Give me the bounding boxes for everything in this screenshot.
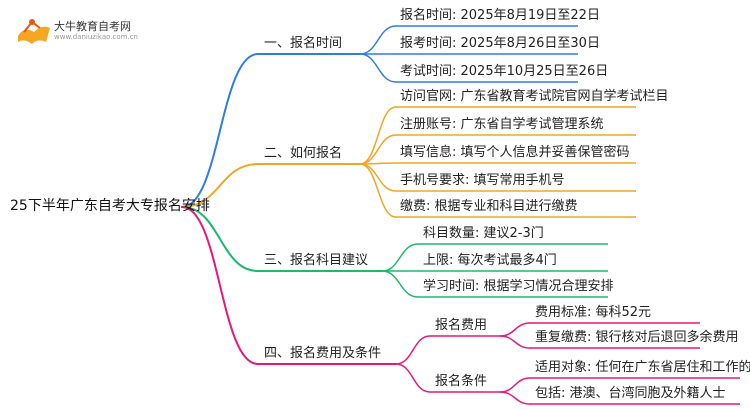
- leaf-text: 重复缴费: 银行核对后退回多余费用: [535, 330, 739, 345]
- branch-connector: [181, 206, 259, 365]
- subgroup-connector: [395, 335, 431, 365]
- branch-fees-conditions: 四、报名费用及条件: [264, 346, 382, 361]
- logo-name: 大牛教育自考网: [54, 20, 131, 33]
- leaf-text: 上限: 每次考试最多4门: [423, 253, 557, 268]
- branch-subject-advice: 三、报名科目建议: [264, 253, 369, 268]
- leaf-text: 报名时间: 2025年8月19日至22日: [400, 8, 600, 23]
- leaf-text: 科目数量: 建议2-3门: [423, 226, 544, 241]
- subgroup-conditions: 报名条件: [435, 374, 488, 389]
- leaf-connector: [499, 391, 531, 405]
- leaf-text: 考试时间: 2025年10月25日至26日: [400, 64, 609, 79]
- subgroup-connector: [395, 363, 431, 393]
- logo: [14, 14, 134, 48]
- leaf-text: 包括: 港澳、台湾同胞及外籍人士: [535, 386, 726, 401]
- leaf-connector: [499, 335, 531, 349]
- leaf-text: 访问官网: 广东省教育考试院官网自学考试栏目: [400, 89, 669, 104]
- leaf-connector: [359, 53, 397, 83]
- leaf-text: 报考时间: 2025年8月26日至30日: [400, 36, 600, 51]
- root-topic: 25下半年广东自考大专报名安排: [10, 198, 210, 214]
- book-logo-icon: [18, 19, 50, 44]
- leaf-text: 适用对象: 任何在广东省居住和工作的公民: [535, 360, 750, 375]
- leaf-text: 注册账号: 广东省自学考试管理系统: [400, 117, 604, 132]
- branch-connector: [181, 206, 259, 272]
- leaf-connector: [499, 322, 531, 337]
- branch-connector: [181, 163, 259, 208]
- subgroup-fees: 报名费用: [435, 318, 488, 333]
- branch-how-to-register: 二、如何报名: [264, 146, 343, 161]
- leaf-text: 填写信息: 填写个人信息并妥善保管密码: [400, 145, 630, 160]
- logo-url: www.daniuzikao.com.cn: [54, 33, 138, 41]
- leaf-connector: [359, 163, 397, 218]
- leaf-text: 学习时间: 根据学习情况合理安排: [423, 279, 614, 294]
- leaf-connector: [381, 243, 419, 272]
- leaf-connector: [359, 163, 397, 192]
- leaf-connector: [359, 25, 397, 55]
- leaf-connector: [381, 270, 419, 298]
- branch-connector: [181, 53, 259, 208]
- leaf-text: 手机号要求: 填写常用手机号: [400, 173, 565, 188]
- leaf-text: 缴费: 根据专业和科目进行缴费: [400, 199, 578, 214]
- leaf-connector: [359, 134, 397, 165]
- leaf-connector: [499, 377, 531, 393]
- leaf-text: 费用标准: 每科52元: [535, 305, 652, 320]
- branch-registration-time: 一、报名时间: [264, 36, 343, 51]
